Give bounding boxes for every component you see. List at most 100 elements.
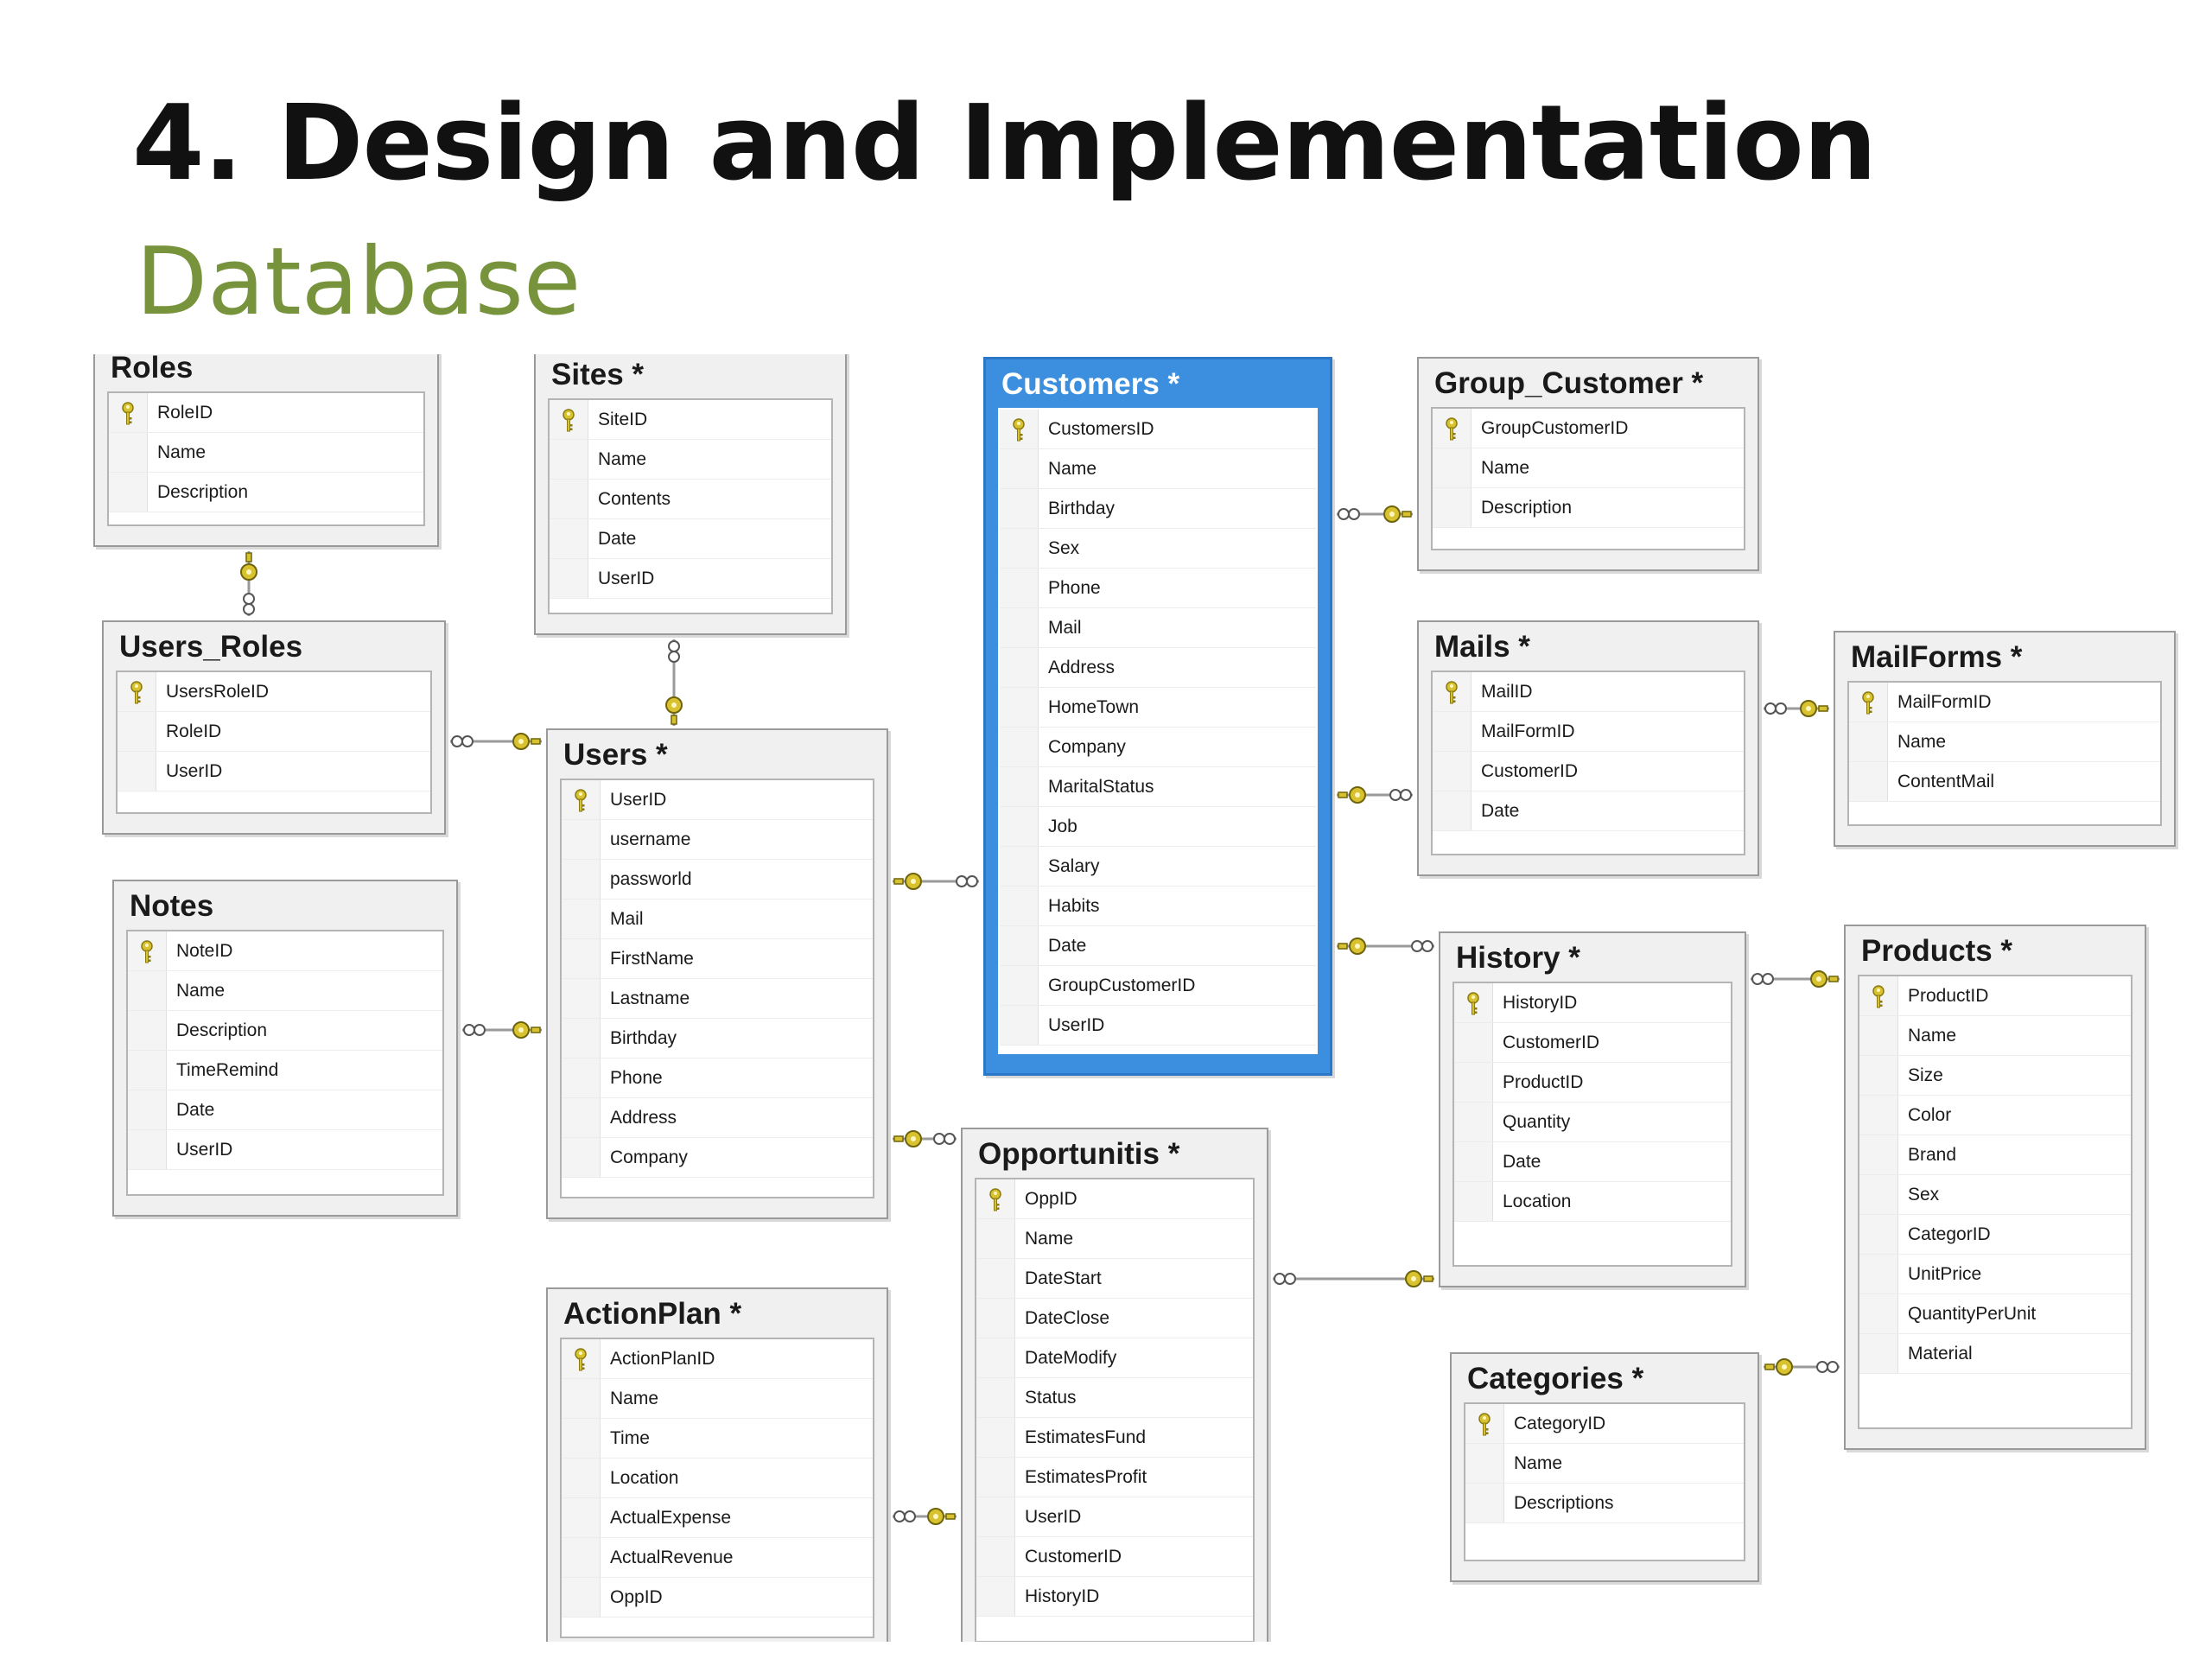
column-row[interactable]: Date: [128, 1090, 442, 1130]
column-row[interactable]: Habits: [1000, 887, 1316, 926]
relationship-customers-group-customer[interactable]: [1337, 505, 1413, 523]
column-row[interactable]: ProductID: [1454, 1063, 1731, 1103]
relationship-customers-history[interactable]: [1337, 938, 1434, 955]
column-row[interactable]: Sex: [1859, 1175, 2131, 1215]
column-row[interactable]: UserID: [1000, 1006, 1316, 1046]
column-row[interactable]: OppID: [562, 1578, 873, 1618]
column-row[interactable]: Address: [1000, 648, 1316, 688]
column-row[interactable]: CustomersID: [1000, 410, 1316, 449]
column-row[interactable]: Description: [128, 1011, 442, 1051]
relationship-mails-mailforms[interactable]: [1764, 700, 1829, 717]
column-row[interactable]: Job: [1000, 807, 1316, 847]
column-row[interactable]: Date: [1433, 791, 1744, 831]
column-row[interactable]: username: [562, 820, 873, 860]
column-row[interactable]: MailFormID: [1849, 683, 2160, 722]
column-row[interactable]: ContentMail: [1849, 762, 2160, 802]
column-row[interactable]: HomeTown: [1000, 688, 1316, 728]
column-row[interactable]: NoteID: [128, 931, 442, 971]
column-row[interactable]: Material: [1859, 1334, 2131, 1374]
column-row[interactable]: RoleID: [109, 393, 423, 433]
column-row[interactable]: Name: [1849, 722, 2160, 762]
relationship-categories-products[interactable]: [1764, 1358, 1840, 1376]
column-row[interactable]: Name: [562, 1379, 873, 1419]
relationship-roles-users-roles[interactable]: [240, 551, 257, 616]
column-row[interactable]: GroupCustomerID: [1433, 409, 1744, 448]
column-row[interactable]: Name: [1859, 1016, 2131, 1056]
column-row[interactable]: Address: [562, 1098, 873, 1138]
column-row[interactable]: Name: [128, 971, 442, 1011]
column-row[interactable]: DateModify: [976, 1338, 1253, 1378]
column-row[interactable]: Name: [976, 1219, 1253, 1259]
column-row[interactable]: ProductID: [1859, 976, 2131, 1016]
column-row[interactable]: UserID: [128, 1130, 442, 1170]
column-row[interactable]: Company: [562, 1138, 873, 1178]
column-row[interactable]: Brand: [1859, 1135, 2131, 1175]
relationship-users-opportunitis[interactable]: [893, 1130, 957, 1147]
column-row[interactable]: Lastname: [562, 979, 873, 1019]
column-row[interactable]: Descriptions: [1465, 1484, 1744, 1523]
column-row[interactable]: ActualRevenue: [562, 1538, 873, 1578]
relationship-history-products[interactable]: [1751, 970, 1840, 988]
column-row[interactable]: Description: [1433, 488, 1744, 528]
column-row[interactable]: UnitPrice: [1859, 1255, 2131, 1294]
column-row[interactable]: passworld: [562, 860, 873, 899]
column-row[interactable]: Date: [1000, 926, 1316, 966]
column-row[interactable]: ActualExpense: [562, 1498, 873, 1538]
column-row[interactable]: Color: [1859, 1096, 2131, 1135]
column-row[interactable]: DateClose: [976, 1299, 1253, 1338]
column-row[interactable]: EstimatesProfit: [976, 1458, 1253, 1497]
column-row[interactable]: Contents: [550, 480, 831, 519]
relationship-users-roles-users[interactable]: [450, 733, 542, 750]
column-row[interactable]: CustomerID: [1454, 1023, 1731, 1063]
relationship-users-customers[interactable]: [893, 873, 979, 890]
column-row[interactable]: CategoryID: [1465, 1404, 1744, 1444]
relationship-sites-users[interactable]: [665, 639, 683, 726]
column-row[interactable]: Location: [1454, 1182, 1731, 1222]
column-row[interactable]: Name: [550, 440, 831, 480]
column-row[interactable]: CustomerID: [976, 1537, 1253, 1577]
column-row[interactable]: MailID: [1433, 672, 1744, 712]
column-row[interactable]: MailFormID: [1433, 712, 1744, 752]
column-row[interactable]: Sex: [1000, 529, 1316, 569]
column-row[interactable]: Quantity: [1454, 1103, 1731, 1142]
relationship-opportunitis-history[interactable]: [1273, 1270, 1434, 1287]
column-row[interactable]: FirstName: [562, 939, 873, 979]
column-row[interactable]: Location: [562, 1459, 873, 1498]
column-row[interactable]: Name: [109, 433, 423, 473]
column-row[interactable]: QuantityPerUnit: [1859, 1294, 2131, 1334]
column-row[interactable]: HistoryID: [1454, 983, 1731, 1023]
column-row[interactable]: GroupCustomerID: [1000, 966, 1316, 1006]
column-row[interactable]: Salary: [1000, 847, 1316, 887]
column-row[interactable]: Date: [1454, 1142, 1731, 1182]
column-row[interactable]: Phone: [1000, 569, 1316, 608]
relationship-customers-mails[interactable]: [1337, 786, 1413, 804]
column-row[interactable]: Birthday: [562, 1019, 873, 1058]
column-row[interactable]: DateStart: [976, 1259, 1253, 1299]
column-row[interactable]: Time: [562, 1419, 873, 1459]
column-row[interactable]: TimeRemind: [128, 1051, 442, 1090]
column-row[interactable]: Name: [1465, 1444, 1744, 1484]
column-row[interactable]: OppID: [976, 1179, 1253, 1219]
column-row[interactable]: CategorID: [1859, 1215, 2131, 1255]
column-row[interactable]: SiteID: [550, 400, 831, 440]
column-row[interactable]: Birthday: [1000, 489, 1316, 529]
relationship-actionplan-opportunitis[interactable]: [893, 1508, 957, 1525]
column-row[interactable]: Company: [1000, 728, 1316, 767]
column-row[interactable]: Date: [550, 519, 831, 559]
column-row[interactable]: UserID: [550, 559, 831, 599]
column-row[interactable]: Description: [109, 473, 423, 512]
column-row[interactable]: RoleID: [118, 712, 430, 752]
column-row[interactable]: Size: [1859, 1056, 2131, 1096]
column-row[interactable]: Mail: [562, 899, 873, 939]
